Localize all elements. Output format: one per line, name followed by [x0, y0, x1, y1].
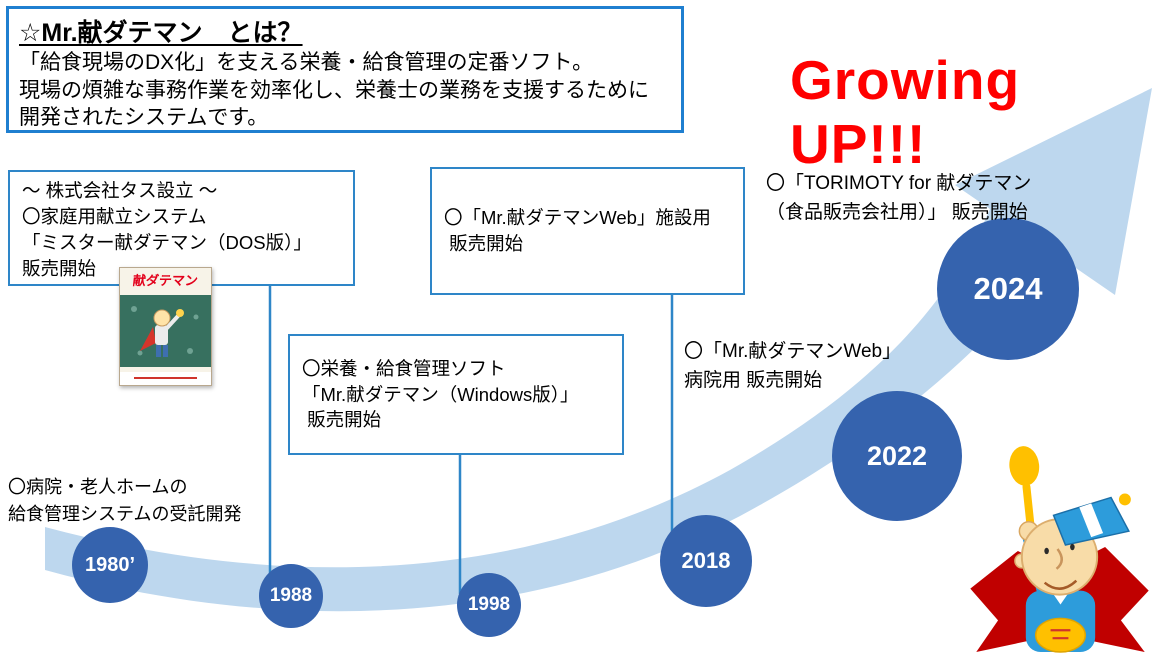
callout-web-facility-text: 〇「Mr.献ダテマンWeb」施設用 販売開始 [444, 207, 711, 254]
callout-company-founding: 〜 株式会社タス設立 〜 〇家庭用献立システム 「ミスター献ダテマン（DOS版）… [8, 170, 355, 286]
growth-arrow-icon [45, 88, 1152, 612]
mascot-hat-stripe [1079, 503, 1104, 538]
intro-box: ☆Mr.献ダテマン とは？ 「給食現場のDX化」を支える栄養・給食管理の定番ソフ… [6, 6, 684, 133]
product-brand-label: 献ダテマン [132, 273, 199, 288]
milestone-circle-2018: 2018 [660, 515, 752, 607]
milestone-circle-2022: 2022 [832, 391, 962, 521]
milestone-circle-1998: 1998 [457, 573, 521, 637]
product-package-image: 献ダテマン [119, 267, 212, 386]
mascot-mouth [1043, 579, 1078, 590]
intro-title: ☆Mr.献ダテマン とは？ [19, 19, 303, 47]
product-footer-strip [120, 372, 211, 385]
mini-hero-body [155, 325, 168, 345]
mini-hero-star [176, 309, 184, 317]
mini-hero-cape [140, 327, 156, 351]
milestone-circle-1980: 1980’ [72, 527, 148, 603]
note-torimoty: 〇「TORIMOTY for 献ダテマン （食品販売会社用）」 販売開始 [766, 173, 1032, 223]
mini-hero-head [153, 309, 171, 327]
milestone-circle-1988: 1988 [259, 564, 323, 628]
mascot-badge-marks [1050, 629, 1071, 640]
callout-windows-version: 〇栄養・給食管理ソフト 「Mr.献ダテマン（Windows版）」 販売開始 [288, 334, 624, 455]
mascot-nose [1055, 548, 1063, 570]
product-art-illustration [120, 295, 211, 367]
note-web-hospital: 〇「Mr.献ダテマンWeb」 病院用 販売開始 [684, 341, 902, 391]
callout-web-facility: 〇「Mr.献ダテマンWeb」施設用 販売開始 [430, 167, 745, 295]
mascot-eye-right [1070, 543, 1075, 551]
mascot-badge [1034, 617, 1087, 653]
spoon-icon [1009, 446, 1040, 534]
mascot-hat-pom [1118, 493, 1131, 506]
mascot-illustration [970, 446, 1149, 653]
mascot-eye-left [1044, 547, 1049, 555]
intro-body: 「給食現場のDX化」を支える栄養・給食管理の定番ソフト。 現場の煩雑な事務作業を… [19, 51, 649, 130]
note-contract-development: 〇病院・老人ホームの 給食管理システムの受託開発 [8, 477, 242, 524]
milestone-circle-2024: 2024 [937, 218, 1079, 360]
callout-windows-version-text: 〇栄養・給食管理ソフト 「Mr.献ダテマン（Windows版）」 販売開始 [302, 357, 579, 431]
mini-hero-arm [165, 314, 180, 330]
callout-company-founding-text: 〜 株式会社タス設立 〜 〇家庭用献立システム 「ミスター献ダテマン（DOS版）… [22, 180, 312, 279]
growing-up-headline: Growing UP!!! [790, 49, 1021, 175]
